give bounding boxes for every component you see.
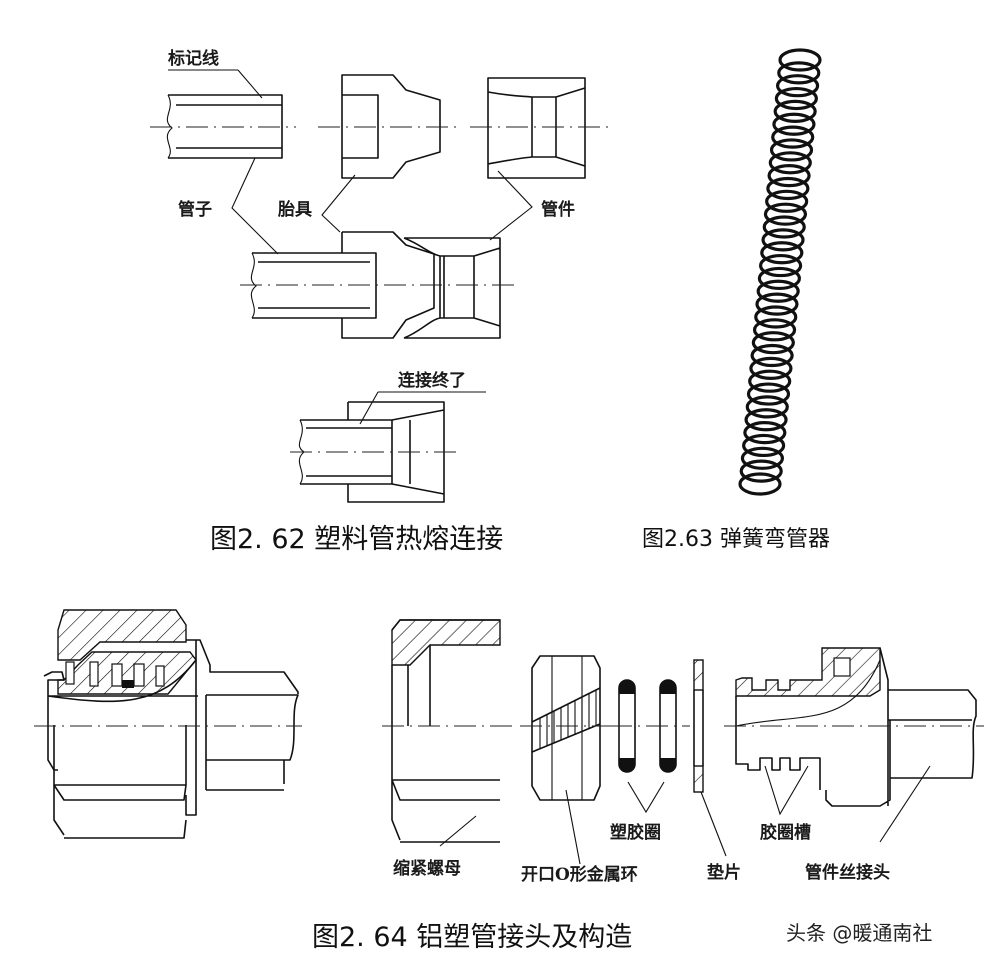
spring-coil (751, 331, 795, 355)
assembled-fixture-stage (240, 231, 514, 339)
spring-coil (771, 125, 815, 149)
spring-coil (739, 459, 783, 483)
label-marker-line: 标记线 (168, 48, 219, 69)
label-fitting-thread-joint: 管件丝接头 (805, 862, 890, 883)
spring-coil (757, 266, 801, 291)
label-split-o-ring: 开口O形金属环 (521, 864, 638, 885)
fig-2-62: 标记线 管子 胎具 管件 (150, 48, 608, 555)
spring-coil (762, 215, 806, 239)
spring-coil (775, 74, 820, 98)
spring-coil (766, 176, 810, 201)
spring-coil (750, 343, 794, 368)
spring-coil (759, 253, 803, 278)
callout-leaders (231, 157, 533, 255)
spring-coil (746, 382, 791, 406)
spring-coil (755, 292, 799, 316)
spring-coil (767, 164, 811, 188)
split-o-ring-part: 开口O形金属环 (520, 655, 638, 885)
spring-coil (738, 472, 782, 496)
spring-coil (777, 61, 821, 85)
spring-coil (756, 279, 800, 303)
label-fixture: 胎具 (278, 199, 312, 220)
spring-coil (768, 151, 812, 175)
caption-fig-2-62: 图2. 62 塑料管热熔连接 (210, 524, 503, 555)
spring-coil (763, 202, 808, 226)
spring-coil (743, 421, 787, 445)
spring-coil (740, 446, 785, 470)
pipe-part (150, 94, 296, 159)
label-fitting: 管件 (541, 199, 575, 220)
connection-done-stage: 连接终了 (290, 370, 486, 503)
caption-fig-2-64: 图2. 64 铝塑管接头及构造 (312, 922, 632, 953)
marker-line-callout: 标记线 (168, 48, 263, 99)
label-pipe: 管子 (178, 199, 212, 220)
spring-bender-illustration (738, 48, 822, 496)
label-rubber-ring: 塑胶圈 (610, 822, 661, 843)
label-compression-nut: 缩紧螺母 (393, 858, 461, 879)
spring-coil (772, 112, 816, 136)
washer-part: 垫片 (693, 659, 741, 883)
label-ring-groove: 胶圈槽 (760, 822, 811, 843)
caption-fig-2-63: 图2.63 弹簧弯管器 (642, 527, 830, 552)
fitting-thread-joint-part: 胶圈槽 管件丝接头 (724, 647, 984, 883)
spring-coil (754, 305, 798, 329)
spring-coil (761, 228, 805, 252)
spring-coil (765, 189, 809, 213)
label-washer: 垫片 (707, 862, 741, 883)
fixture-part (318, 74, 456, 179)
fitting-part (470, 77, 608, 179)
spring-coil (774, 86, 818, 111)
rubber-rings-part: 塑胶圈 (610, 679, 690, 843)
spring-coil (749, 356, 793, 380)
spring-coil (745, 395, 789, 419)
spring-coil (778, 48, 822, 72)
spring-coil (748, 369, 792, 393)
label-connection-done: 连接终了 (398, 370, 466, 391)
assembled-joint (34, 609, 302, 839)
spring-coil (769, 138, 814, 162)
spring-coil (744, 408, 788, 432)
spring-coil (752, 318, 797, 342)
spring-coil (760, 241, 804, 265)
fig-2-63: 图2.63 弹簧弯管器 (642, 48, 830, 552)
spring-coil (773, 99, 817, 123)
compression-nut-part: 缩紧螺母 (382, 619, 512, 879)
watermark: 头条 @暖通南社 (786, 921, 932, 945)
spring-coil (742, 433, 786, 458)
fig-2-64: 缩紧螺母 开口O形金属环 塑胶圈 (34, 609, 984, 953)
